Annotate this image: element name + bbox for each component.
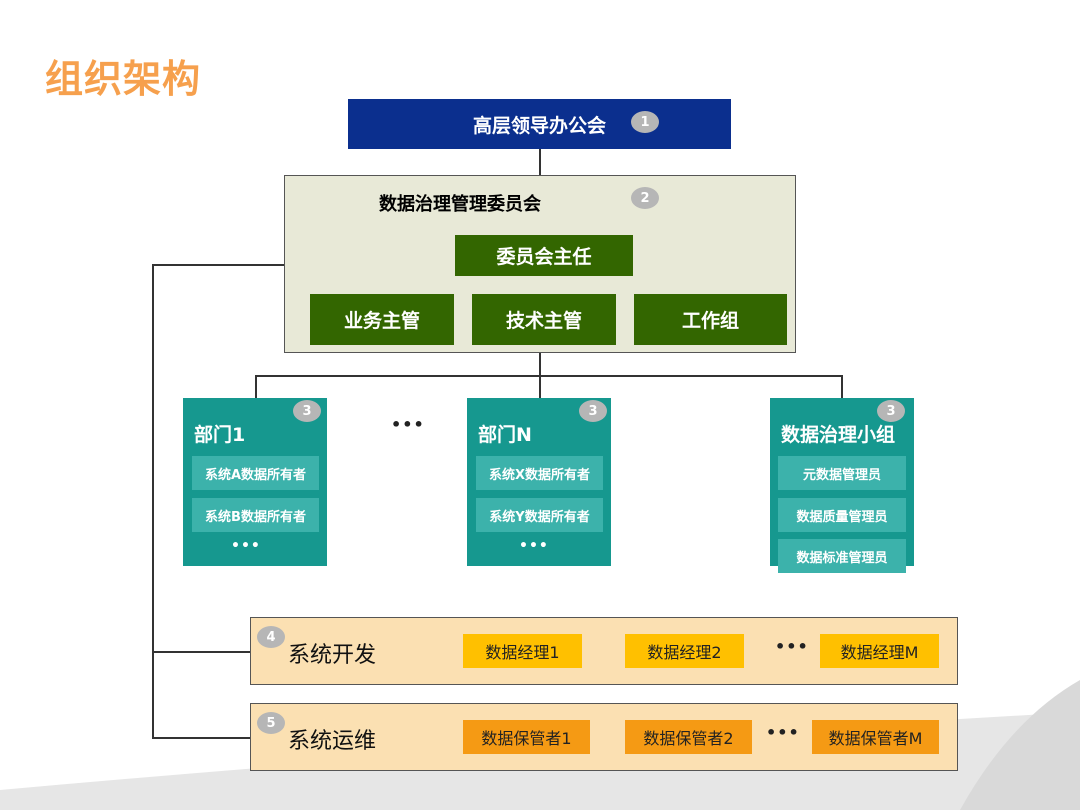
governance-group-item: 数据标准管理员 <box>778 539 906 573</box>
department-1-box: 部门1 系统A数据所有者 系统B数据所有者 ••• <box>183 398 327 566</box>
department-n-more: ••• <box>519 538 549 554</box>
badge-4: 4 <box>257 626 285 648</box>
connector-left-spine <box>152 264 154 738</box>
connector-ops <box>152 737 251 739</box>
system-development-label: 系统开发 <box>288 643 377 668</box>
data-manager-box: 数据经理1 <box>463 634 582 668</box>
connector-dept-bus <box>255 375 842 377</box>
department-1-item: 系统B数据所有者 <box>192 498 319 532</box>
connector-left-spine-top <box>152 264 284 266</box>
governance-group-item: 元数据管理员 <box>778 456 906 490</box>
department-1-more: ••• <box>231 538 261 554</box>
badge-5: 5 <box>257 712 285 734</box>
leadership-office-box: 高层领导办公会 <box>348 99 731 149</box>
connector-top-committee <box>539 149 541 175</box>
department-n-item: 系统Y数据所有者 <box>476 498 603 532</box>
data-manager-box: 数据经理M <box>820 634 939 668</box>
committee-chair-box: 委员会主任 <box>455 235 633 276</box>
department-n-box: 部门N 系统X数据所有者 系统Y数据所有者 ••• <box>467 398 611 566</box>
data-custodian-box: 数据保管者1 <box>463 720 590 754</box>
system-operations-label: 系统运维 <box>288 729 377 754</box>
committee-title: 数据治理管理委员会 <box>379 194 541 215</box>
leadership-office-label: 高层领导办公会 <box>472 114 606 137</box>
tech-lead-box: 技术主管 <box>472 294 616 345</box>
page-title: 组织架构 <box>45 57 202 101</box>
data-custodian-box: 数据保管者M <box>812 720 939 754</box>
department-1-item: 系统A数据所有者 <box>192 456 319 490</box>
working-group-box: 工作组 <box>634 294 787 345</box>
connector-dept1 <box>255 375 257 398</box>
connector-deptn <box>539 375 541 398</box>
badge-3-deptn: 3 <box>579 400 607 422</box>
badge-3-dept1: 3 <box>293 400 321 422</box>
data-manager-dots: ••• <box>775 637 809 656</box>
data-manager-box: 数据经理2 <box>625 634 744 668</box>
badge-2: 2 <box>631 187 659 209</box>
data-custodian-dots: ••• <box>766 723 800 742</box>
governance-group-title: 数据治理小组 <box>781 424 896 446</box>
governance-group-box: 数据治理小组 元数据管理员 数据质量管理员 数据标准管理员 <box>770 398 914 573</box>
department-n-title: 部门N <box>478 424 532 446</box>
department-1-title: 部门1 <box>194 424 246 446</box>
business-lead-box: 业务主管 <box>310 294 454 345</box>
department-gap-dots: ••• <box>391 415 425 434</box>
data-custodian-box: 数据保管者2 <box>625 720 752 754</box>
connector-dev <box>152 651 251 653</box>
department-n-item: 系统X数据所有者 <box>476 456 603 490</box>
badge-3-group: 3 <box>877 400 905 422</box>
connector-committee-depts <box>539 353 541 375</box>
badge-1: 1 <box>631 111 659 133</box>
connector-group <box>841 375 843 398</box>
governance-group-item: 数据质量管理员 <box>778 498 906 532</box>
